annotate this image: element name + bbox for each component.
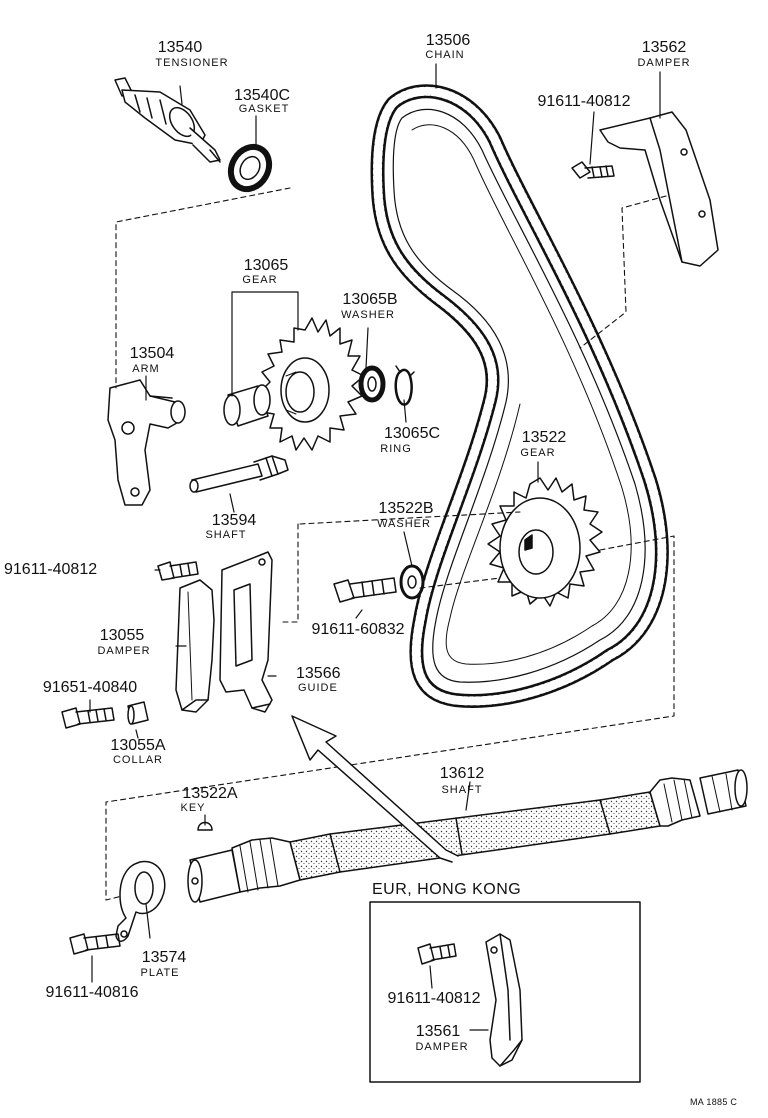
diagram-code: MA 1885 C (690, 1097, 738, 1107)
shaft-main-name: SHAFT (441, 784, 483, 796)
tensioner-name: TENSIONER (155, 57, 229, 69)
washer-13522b (399, 564, 425, 600)
tensioner-number: 13540 (157, 39, 203, 56)
assembly-dashed-lines (105, 187, 675, 901)
gasket (227, 143, 273, 193)
gear-right-number: 13522 (521, 429, 567, 446)
shaft-main-number: 13612 (439, 765, 485, 782)
arm-number: 13504 (129, 345, 175, 362)
bolt-bottom-left (69, 933, 121, 955)
guide-number: 13566 (296, 665, 341, 682)
ring-name: RING (380, 443, 412, 455)
damper-left-name: DAMPER (97, 645, 151, 657)
timing-chain (370, 84, 669, 708)
ring-13065c (394, 365, 415, 406)
bolt-center (333, 577, 397, 603)
gasket-number: 13540C (233, 87, 291, 104)
gear-left-name: GEAR (242, 274, 278, 286)
ring-number: 13065C (383, 425, 441, 442)
washer-b-name: WASHER (341, 309, 395, 321)
arm-13504 (107, 379, 186, 506)
bushing (223, 384, 271, 427)
region-box (369, 901, 641, 1083)
shaft-13612 (187, 769, 748, 903)
damper-region-name: DAMPER (415, 1041, 469, 1053)
washer-13065b (358, 365, 386, 403)
washer-b-number: 13065B (342, 291, 398, 308)
damper-13055 (175, 579, 215, 713)
washer-22b-name: WASHER (377, 518, 431, 530)
damper-left-number: 13055 (99, 627, 145, 644)
assembly-arrow (291, 715, 459, 863)
gear-13065 (259, 317, 365, 451)
shaft-13594 (189, 455, 289, 493)
key-13522a (197, 821, 213, 831)
collar-number: 13055A (110, 737, 166, 754)
leader-lines (89, 63, 661, 1031)
damper-top-name: DAMPER (637, 57, 691, 69)
plate-number: 13574 (141, 949, 187, 966)
bolt-left (157, 561, 199, 581)
bolt-top-right-number: 91611-40812 (537, 93, 631, 110)
collar-name: COLLAR (112, 754, 164, 766)
bolt-region-number: 91611-40812 (387, 990, 481, 1007)
shaft-small-number: 13594 (211, 512, 257, 529)
arm-name: ARM (132, 363, 160, 375)
region-title: EUR, HONG KONG (372, 881, 522, 898)
washer-22b-number: 13522B (378, 500, 434, 517)
plate-name: PLATE (140, 967, 180, 979)
damper-13562 (599, 111, 719, 267)
gear-right-name: GEAR (520, 447, 556, 459)
bolt-bottom-left-number: 91611-40816 (45, 984, 139, 1001)
bolt-left-number: 91611-40812 (4, 561, 98, 578)
shaft-small-name: SHAFT (205, 529, 247, 541)
chain-number: 13506 (425, 32, 471, 49)
bolt-center-number: 91611-60832 (311, 621, 405, 638)
collar-13055a (127, 701, 149, 725)
damper-region-number: 13561 (415, 1023, 461, 1040)
bolt-lower-left (61, 707, 115, 729)
gasket-name: GASKET (238, 103, 290, 115)
guide-name: GUIDE (298, 682, 338, 694)
tensioner (114, 77, 221, 163)
bolt-top-right (571, 161, 615, 179)
guide-13566 (219, 551, 273, 713)
key-name: KEY (180, 802, 206, 814)
bolt-lower-left-number: 91651-40840 (42, 679, 138, 696)
key-number: 13522A (182, 785, 238, 802)
damper-top-number: 13562 (641, 39, 687, 56)
gear-13522 (487, 477, 603, 607)
plate-13574 (115, 860, 166, 942)
chain-name: CHAIN (425, 49, 465, 61)
gear-left-number: 13065 (243, 257, 289, 274)
